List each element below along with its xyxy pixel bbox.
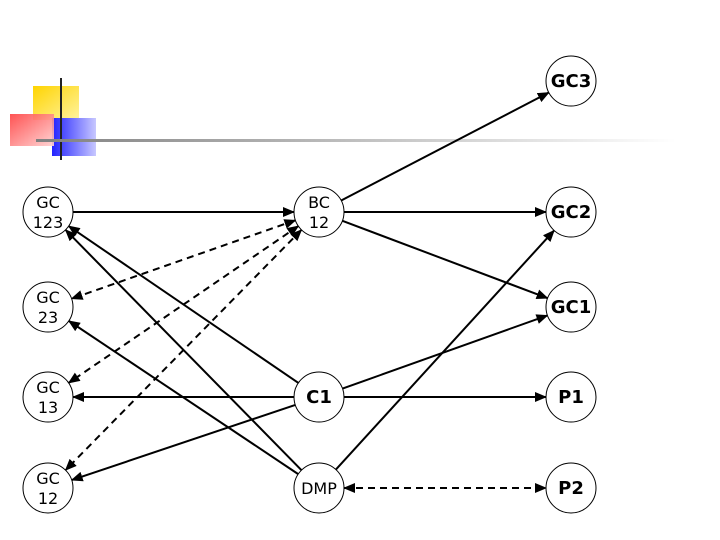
node-circle-bc12 — [293, 186, 345, 238]
node-gc3: GC3 — [545, 55, 597, 107]
node-label-line: GC — [36, 193, 60, 212]
node-label-p1: P1 — [558, 387, 584, 408]
node-p2: P2 — [545, 462, 597, 514]
node-label-line: 123 — [33, 213, 64, 232]
node-circle-gc1 — [545, 281, 597, 333]
node-label-line: DMP — [301, 479, 337, 498]
edges-layer — [64, 91, 555, 493]
node-label-line: 12 — [309, 213, 329, 232]
node-label-dmp: DMP — [301, 479, 337, 498]
node-circle-c1 — [293, 371, 345, 423]
edge-c1-to-gc12 — [70, 404, 296, 482]
node-circle-gc12 — [22, 462, 74, 514]
node-c1: C1 — [293, 371, 345, 423]
node-label-line: GC — [36, 378, 60, 397]
edge-bc12-to-gc23 — [70, 219, 297, 300]
node-circle-p2 — [545, 462, 597, 514]
node-circle-dmp — [293, 462, 345, 514]
node-label-gc2: GC2 — [551, 202, 592, 223]
node-label-line: 13 — [38, 398, 58, 417]
node-label-line: BC — [308, 193, 330, 212]
node-gc2: GC2 — [545, 186, 597, 238]
node-label-gc3: GC3 — [551, 71, 592, 92]
edge-dmp-to-gc123 — [64, 229, 303, 471]
node-label-gc1: GC1 — [551, 297, 592, 318]
edge-bc12-to-gc3 — [340, 91, 550, 202]
header-horizontal-rule — [36, 139, 676, 142]
node-label-line: P2 — [558, 478, 584, 499]
node-dmp: DMP — [293, 462, 345, 514]
node-circle-gc3 — [545, 55, 597, 107]
node-label-line: C1 — [306, 387, 332, 408]
node-label-line: GC — [36, 469, 60, 488]
node-label-line: GC2 — [551, 202, 592, 223]
node-label-line: P1 — [558, 387, 584, 408]
node-circle-gc13 — [22, 371, 74, 423]
edge-dmp-to-gc2 — [335, 229, 555, 471]
node-circle-p1 — [545, 371, 597, 423]
node-circle-gc23 — [22, 281, 74, 333]
node-label-line: GC3 — [551, 71, 592, 92]
node-gc1: GC1 — [545, 281, 597, 333]
template-logo — [10, 78, 676, 160]
node-label-line: GC — [36, 288, 60, 307]
node-circle-gc2 — [545, 186, 597, 238]
edge-dmp-to-gc23 — [67, 320, 299, 475]
node-label-line: 23 — [38, 308, 58, 327]
node-p1: P1 — [545, 371, 597, 423]
node-circle-gc123 — [22, 186, 74, 238]
edge-bc12-to-gc1 — [342, 219, 549, 300]
node-label-line: GC1 — [551, 297, 592, 318]
node-label-line: 12 — [38, 489, 58, 508]
node-label-p2: P2 — [558, 478, 584, 499]
edge-c1-to-gc123 — [67, 225, 299, 384]
edge-c1-to-gc1 — [342, 314, 549, 390]
logo-blue-square — [52, 118, 96, 156]
node-label-c1: C1 — [306, 387, 332, 408]
